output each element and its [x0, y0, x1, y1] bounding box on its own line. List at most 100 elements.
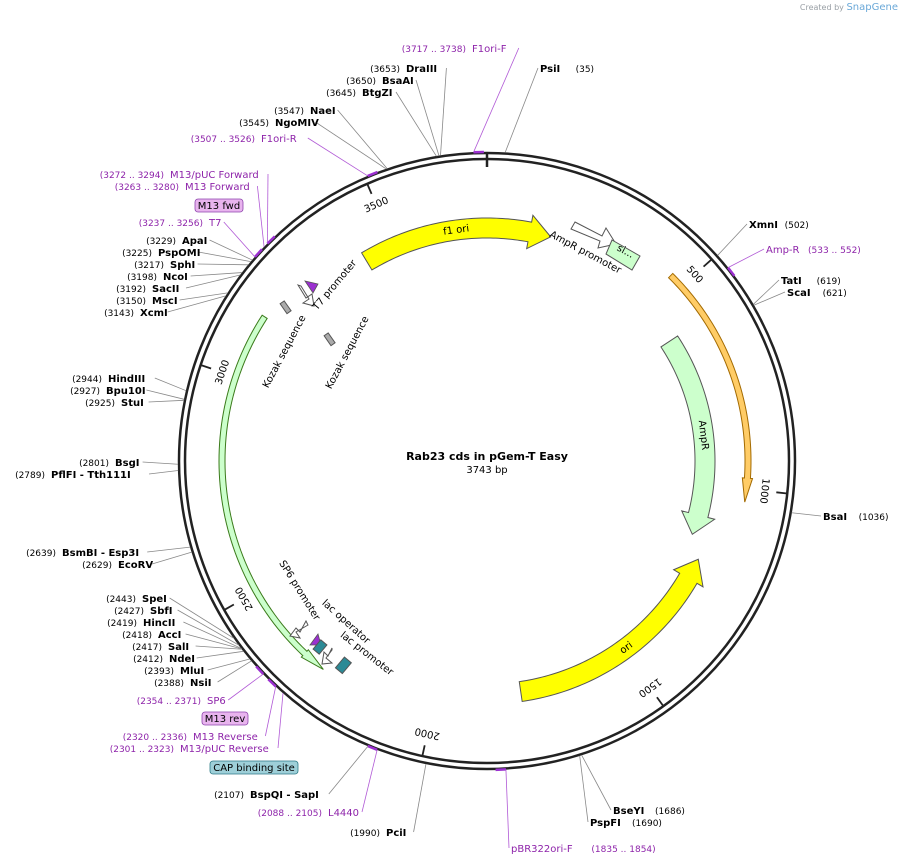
lac-promoter-arrow[interactable]	[321, 647, 334, 665]
feature-ori[interactable]	[518, 558, 704, 703]
feature-f1-ori[interactable]	[360, 214, 552, 271]
boxed-label-2[interactable]: CAP binding site	[209, 760, 299, 775]
label-name: M13 Forward	[185, 182, 250, 193]
leader-line-36	[328, 745, 369, 795]
small-features	[279, 221, 641, 675]
label-site-24[interactable]: EcoRV(2629)	[82, 560, 153, 571]
label-site-40[interactable]: BseYI(1686)	[613, 806, 685, 817]
label-site-29[interactable]: SalI(2417)	[132, 642, 189, 653]
leader-line-14	[190, 272, 243, 277]
primer-mark-3	[254, 248, 263, 258]
label-position: (2088 .. 2105)	[258, 809, 322, 819]
boxed-label-1[interactable]: M13 rev	[201, 711, 249, 726]
label-primer-33[interactable]: SP6(2354 .. 2371)	[137, 696, 226, 707]
label-position: (2107)	[214, 791, 244, 801]
signal-peptide-box[interactable]	[605, 239, 641, 271]
leader-line-46	[717, 223, 748, 256]
label-site-25[interactable]: SpeI(2443)	[106, 594, 167, 605]
label-site-3[interactable]: BsaAI(3650)	[346, 76, 414, 87]
feature-orf-right[interactable]	[667, 272, 754, 503]
label-position: (3229)	[146, 237, 176, 247]
leader-line-25	[169, 597, 235, 639]
cap-site-box[interactable]	[334, 656, 353, 675]
sp6-promoter-arrow[interactable]	[289, 619, 309, 639]
label-site-22[interactable]: PflFI - Tth111I(2789)	[15, 470, 131, 481]
t7-promoter-arrow[interactable]	[296, 284, 315, 307]
leader-line-23	[147, 546, 191, 553]
label-position: (3272 .. 3294)	[100, 171, 164, 181]
label-site-6[interactable]: NgoMIV(3545)	[239, 118, 319, 129]
boxed-label-text: M13 rev	[205, 714, 246, 725]
kozak-box-1[interactable]	[279, 300, 292, 315]
label-site-21[interactable]: BsgI(2801)	[79, 458, 139, 469]
label-site-4[interactable]: BtgZI(3645)	[326, 88, 392, 99]
label-site-19[interactable]: Bpu10I(2927)	[70, 386, 145, 397]
leader-line-5	[337, 109, 388, 169]
ampr-promoter-arrow[interactable]	[570, 221, 617, 249]
feature-insert[interactable]	[218, 314, 324, 670]
label-site-38[interactable]: PciI(1990)	[350, 828, 406, 839]
label-site-30[interactable]: NdeI(2412)	[133, 654, 195, 665]
label-site-17[interactable]: XcmI(3143)	[104, 308, 168, 319]
label-site-44[interactable]: ScaI(621)	[787, 288, 847, 299]
feature-ampr[interactable]	[660, 335, 716, 536]
label-site-32[interactable]: NsiI(2388)	[154, 678, 211, 689]
label-site-28[interactable]: AccI(2418)	[122, 630, 181, 641]
label-primer-7[interactable]: F1ori-R(3507 .. 3526)	[191, 134, 297, 145]
label-site-31[interactable]: MluI(2393)	[144, 666, 204, 677]
label-site-11[interactable]: ApaI(3229)	[146, 236, 207, 247]
leader-line-33	[227, 673, 264, 701]
label-site-36[interactable]: BspQI - SapI(2107)	[214, 790, 319, 801]
label-site-26[interactable]: SbfI(2427)	[114, 606, 172, 617]
label-name: StuI	[121, 398, 144, 409]
label-site-5[interactable]: NaeI(3547)	[274, 106, 336, 117]
label-site-2[interactable]: DraIII(3653)	[370, 64, 437, 75]
leader-line-38	[413, 763, 427, 833]
label-primer-9[interactable]: M13 Forward(3263 .. 3280)	[115, 182, 250, 193]
label-site-0[interactable]: PsiI(35)	[540, 64, 594, 75]
label-primer-45[interactable]: Amp-R(533 .. 552)	[766, 245, 861, 256]
label-site-23[interactable]: BsmBI - Esp3I(2639)	[26, 548, 139, 559]
label-site-42[interactable]: BsaI(1036)	[823, 512, 889, 523]
label-site-20[interactable]: StuI(2925)	[85, 398, 144, 409]
label-name: BsmBI - Esp3I	[62, 548, 139, 559]
label-position: (2789)	[15, 471, 45, 481]
label-site-43[interactable]: TatI(619)	[781, 276, 841, 287]
label-name: BsaI	[823, 512, 847, 523]
label-primer-1[interactable]: F1ori-F(3717 .. 3738)	[402, 44, 507, 55]
tick-mark-6	[366, 183, 373, 195]
label-position: (2388)	[154, 679, 184, 689]
label-site-14[interactable]: NcoI(3198)	[127, 272, 188, 283]
label-site-46[interactable]: XmnI(502)	[749, 220, 809, 231]
leader-line-12	[198, 251, 251, 263]
leader-line-35	[277, 693, 284, 749]
t7-marker[interactable]	[304, 280, 319, 294]
lac-operator-box[interactable]	[312, 639, 328, 655]
label-site-15[interactable]: SacII(3192)	[116, 284, 179, 295]
label-name: pBR322ori-F	[511, 844, 573, 855]
label-site-27[interactable]: HincII(2419)	[107, 618, 175, 629]
label-primer-39[interactable]: pBR322ori-F(1835 .. 1854)	[511, 844, 656, 855]
label-primer-34[interactable]: M13 Reverse(2320 .. 2336)	[123, 732, 258, 743]
boxed-label-0[interactable]: M13 fwd	[194, 198, 244, 213]
label-site-16[interactable]: MscI(3150)	[116, 296, 178, 307]
label-site-18[interactable]: HindIII(2944)	[72, 374, 145, 385]
label-name: Bpu10I	[106, 386, 146, 397]
label-site-41[interactable]: PspFI(1690)	[590, 818, 662, 829]
leader-line-10	[223, 221, 256, 258]
label-position: (3217)	[134, 261, 164, 271]
label-primer-8[interactable]: M13/pUC Forward(3272 .. 3294)	[100, 170, 259, 181]
kozak-box-2[interactable]	[323, 332, 336, 347]
label-name: BseYI	[613, 806, 644, 817]
leader-line-7	[307, 137, 368, 177]
label-site-13[interactable]: SphI(3217)	[134, 260, 195, 271]
label-name: SalI	[168, 642, 189, 653]
label-primer-37[interactable]: L4440(2088 .. 2105)	[258, 808, 359, 819]
label-site-12[interactable]: PspOMI(3225)	[122, 248, 200, 259]
snapgene-brand: SnapGene	[846, 2, 898, 13]
label-position: (2320 .. 2336)	[123, 733, 187, 743]
label-primer-10[interactable]: T7(3237 .. 3256)	[139, 218, 222, 229]
label-primer-35[interactable]: M13/pUC Reverse(2301 .. 2323)	[110, 744, 269, 755]
